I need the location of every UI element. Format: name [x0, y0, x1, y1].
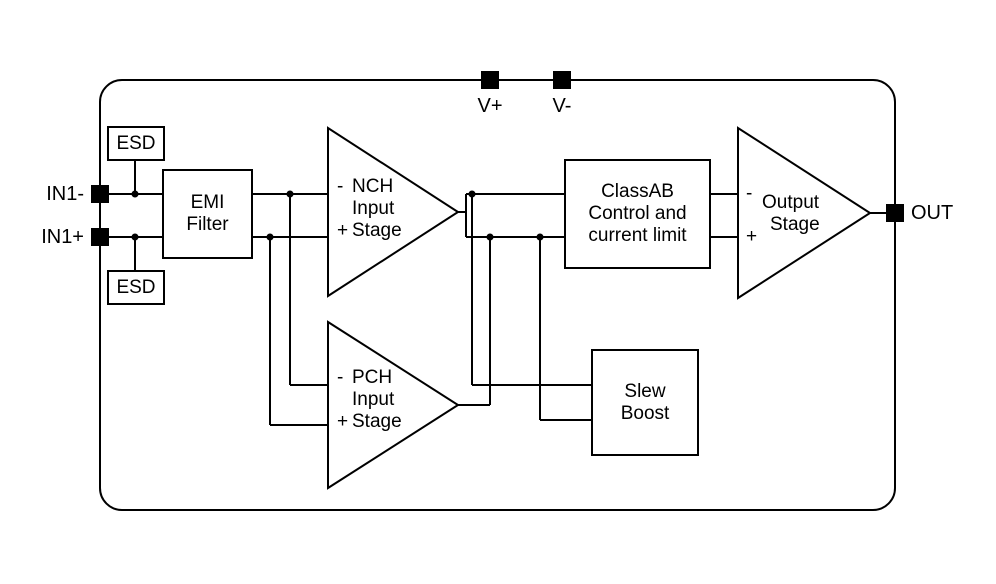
- junction-dot: [468, 190, 476, 198]
- junctions: [131, 190, 544, 241]
- wires: [109, 160, 886, 426]
- esd-top-label: ESD: [116, 132, 156, 154]
- amp-triangles: [327, 126, 872, 490]
- esd-bottom-block: ESD: [108, 271, 164, 304]
- v-minus-pin: [553, 71, 571, 89]
- classab-line3: current limit: [588, 225, 687, 246]
- pch-plus-sign: +: [337, 411, 349, 432]
- pch-input-stage-triangle: [327, 320, 460, 490]
- esd-top-block: ESD: [108, 127, 164, 160]
- nch-plus-sign: +: [337, 220, 349, 241]
- output-plus-sign: +: [746, 226, 758, 247]
- v-minus-label: V-: [552, 95, 572, 117]
- esd-top-box: [107, 126, 165, 161]
- pch-minus-sign: -: [337, 367, 344, 388]
- nch-word1: NCH: [352, 176, 394, 197]
- block-outlines: [107, 126, 711, 456]
- pch-word3: Stage: [352, 411, 402, 432]
- pin-squares: [91, 71, 904, 246]
- emi-filter-box: [162, 169, 253, 259]
- nch-input-stage-triangle: [327, 126, 460, 298]
- in1-plus-pin: [91, 228, 109, 246]
- junction-dot: [131, 233, 139, 241]
- out-pin: [886, 204, 904, 222]
- chip-boundary: [99, 79, 896, 511]
- in1-plus-label: IN1+: [41, 226, 84, 248]
- emi-filter-line2: Filter: [186, 214, 229, 235]
- classab-block: ClassAB Control and current limit: [565, 160, 710, 268]
- classab-line2: Control and: [588, 203, 687, 224]
- classab-box: [564, 159, 711, 269]
- out-label: OUT: [911, 202, 954, 224]
- output-word1: Output: [762, 192, 820, 213]
- junction-dot: [266, 233, 274, 241]
- junction-dot: [131, 190, 139, 198]
- output-minus-sign: -: [746, 183, 753, 204]
- v-plus-label: V+: [477, 95, 503, 117]
- pch-word1: PCH: [352, 367, 393, 388]
- emi-filter-block: EMI Filter: [163, 170, 252, 258]
- emi-filter-line1: EMI: [190, 192, 225, 213]
- slew-boost-line2: Boost: [620, 402, 670, 424]
- esd-bottom-label: ESD: [116, 276, 156, 298]
- nch-word3: Stage: [352, 220, 402, 241]
- classab-line1: ClassAB: [601, 181, 674, 202]
- junction-dot: [486, 233, 494, 241]
- junction-dot: [536, 233, 544, 241]
- slew-boost-block: Slew Boost: [592, 350, 698, 455]
- in1-minus-label: IN1-: [46, 183, 84, 205]
- nch-minus-sign: -: [337, 176, 344, 197]
- output-word2: Stage: [770, 214, 820, 235]
- slew-boost-line1: Slew: [624, 380, 666, 402]
- output-stage-triangle: [737, 126, 872, 300]
- slew-boost-box: [591, 349, 699, 456]
- esd-bottom-box: [107, 270, 165, 305]
- in1-minus-pin: [91, 185, 109, 203]
- v-plus-pin: [481, 71, 499, 89]
- junction-dot: [286, 190, 294, 198]
- pch-word2: Input: [352, 389, 395, 410]
- nch-word2: Input: [352, 198, 395, 219]
